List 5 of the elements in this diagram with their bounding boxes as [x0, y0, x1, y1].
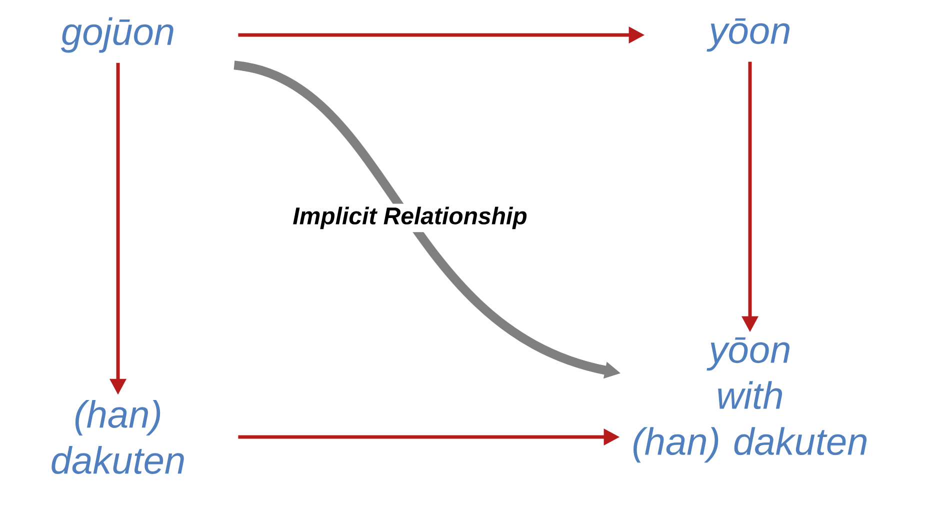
term-label: yōon	[706, 18, 790, 52]
term-label: (han) dakuten	[52, 400, 184, 474]
edge-label: Implicit Relationship	[290, 204, 530, 232]
term-label: gojūon	[61, 17, 174, 53]
term-label: yōon with (han) dakuten	[634, 337, 867, 463]
